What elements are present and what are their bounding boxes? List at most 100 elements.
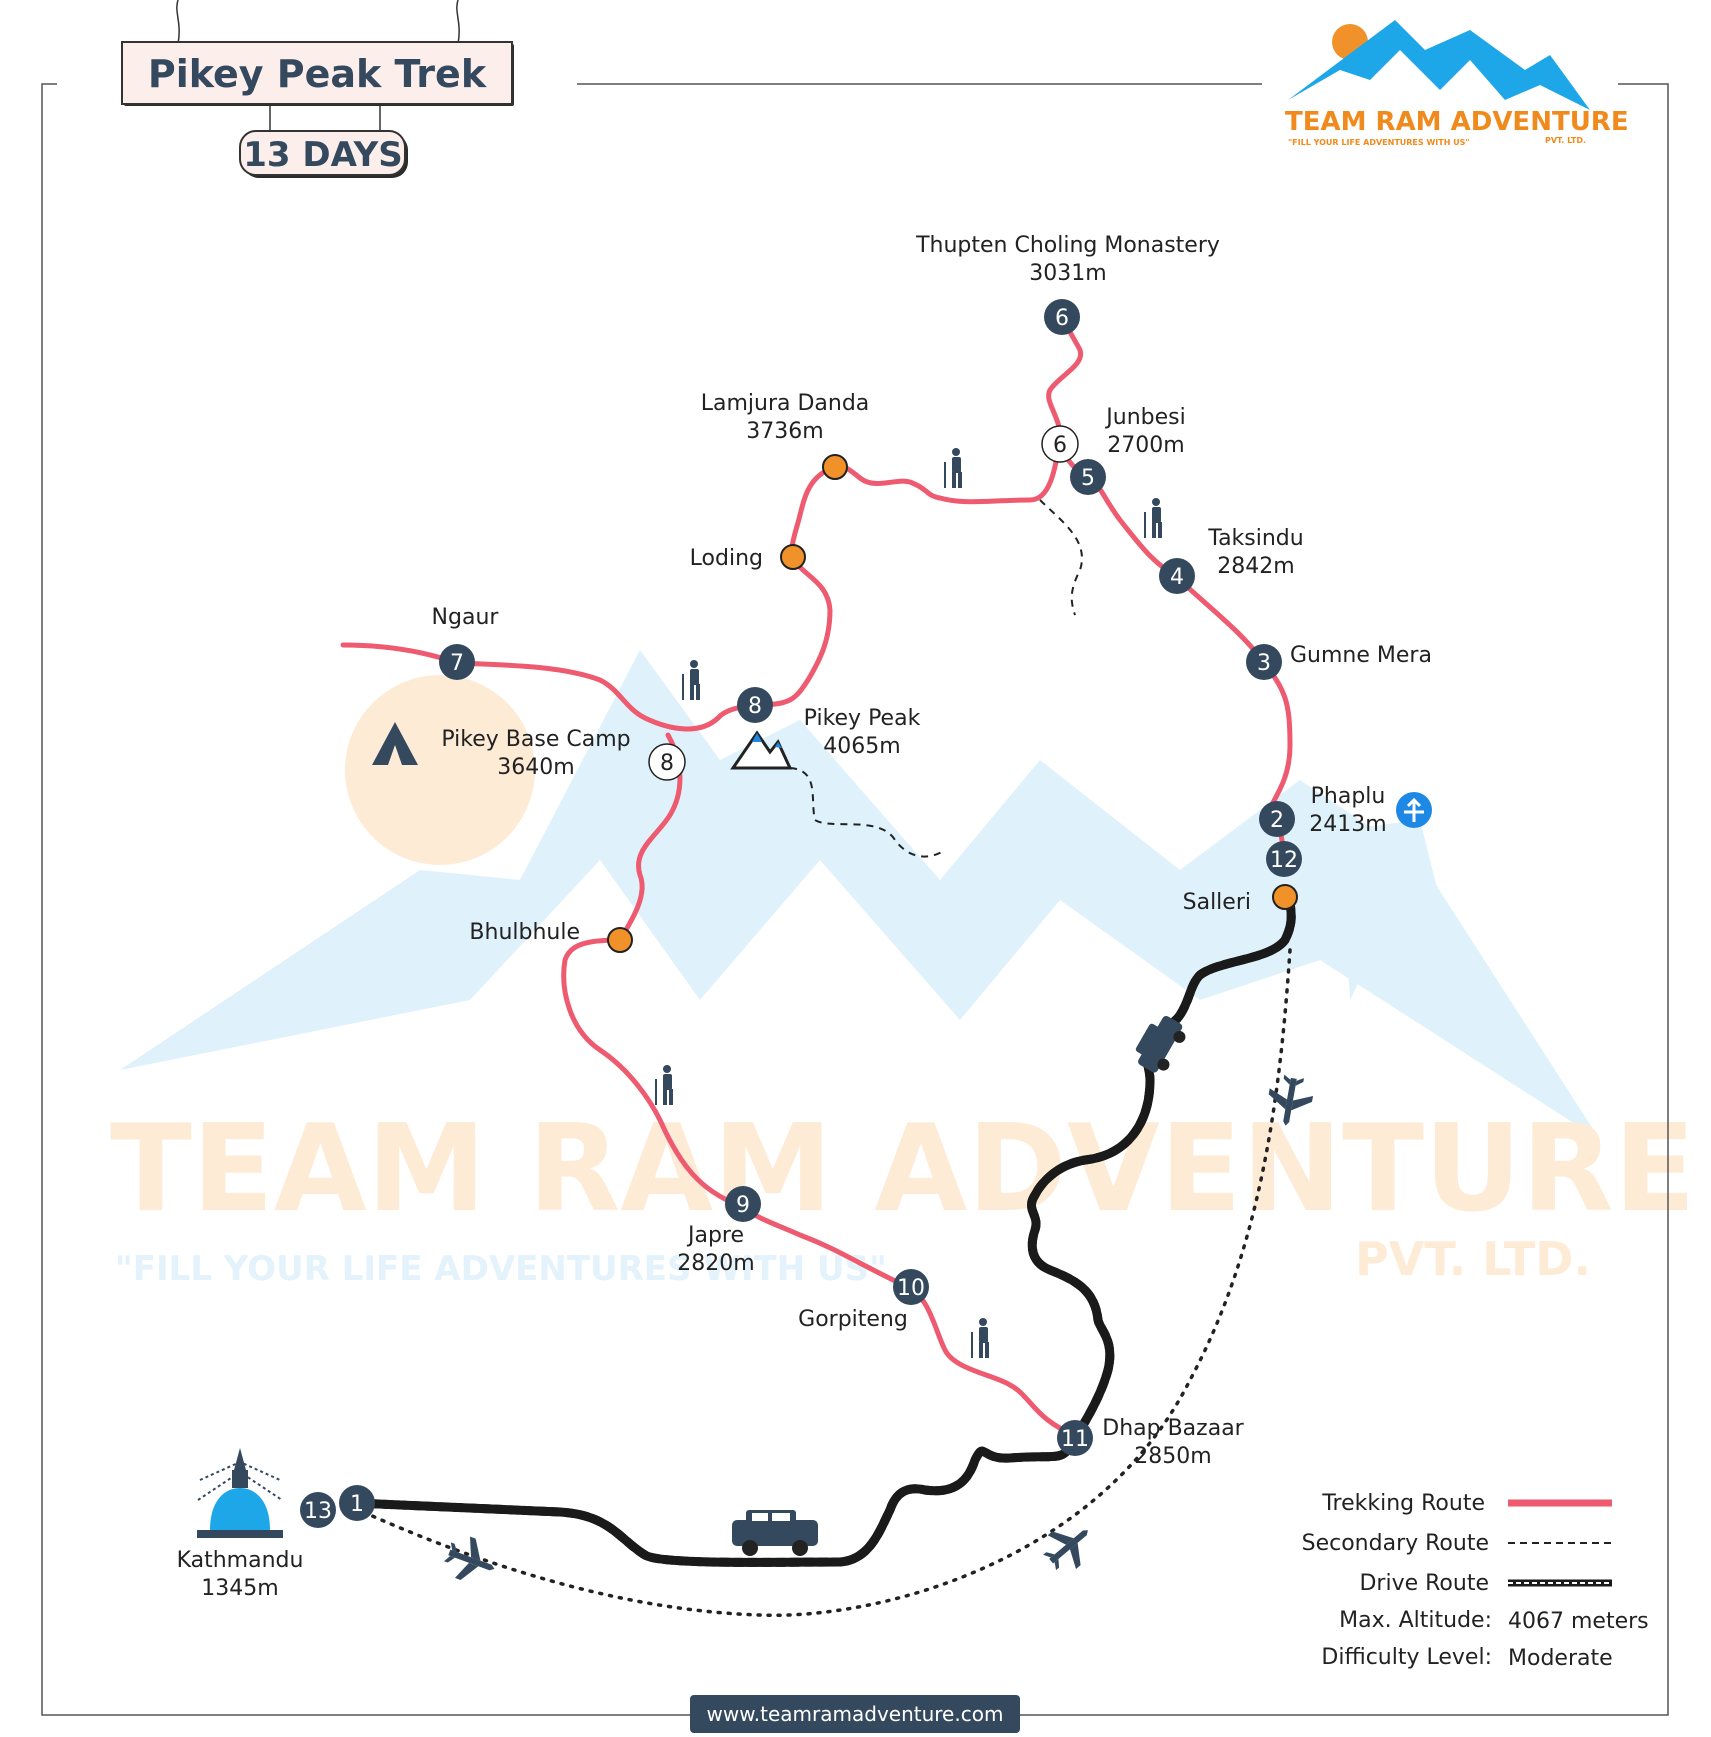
lamjura-point[interactable]	[822, 454, 848, 480]
place-name-dhap: Dhap Bazaar	[1102, 1416, 1244, 1441]
svg-text:8: 8	[748, 694, 762, 719]
watermark-suffix: PVT. LTD.	[1355, 1232, 1591, 1286]
day-marker-3[interactable]: 3	[1246, 644, 1282, 680]
day-marker-12[interactable]: 12	[1266, 841, 1302, 877]
place-name-japre: Japre	[686, 1223, 744, 1248]
place-alt-phaplu: 2413m	[1309, 812, 1386, 837]
watermark-climber	[1340, 820, 1440, 1000]
day-marker-8[interactable]: 8	[737, 687, 773, 723]
legend-difficulty-label: Difficulty Level:	[1321, 1645, 1492, 1670]
svg-text:12: 12	[1270, 848, 1298, 873]
hiker-icon	[944, 448, 962, 488]
place-name-lamjura: Lamjura Danda	[701, 391, 870, 416]
footer-url[interactable]: www.teamramadventure.com	[707, 1702, 1004, 1726]
airport-icon	[1396, 792, 1432, 828]
svg-text:5: 5	[1081, 466, 1095, 491]
stupa-icon	[197, 1448, 283, 1538]
legend-max-alt-value: 4067 meters	[1508, 1609, 1649, 1634]
trek-duration: 13 DAYS	[243, 135, 403, 175]
place-name-kathmandu: Kathmandu	[177, 1548, 304, 1573]
mountain-peak-icon	[730, 730, 793, 770]
svg-text:1: 1	[350, 1492, 364, 1517]
place-name-junbesi: Junbesi	[1104, 405, 1185, 430]
watermark-sun	[345, 675, 535, 865]
place-name-bhulbhule: Bhulbhule	[469, 920, 580, 945]
place-alt-dhap: 2850m	[1134, 1444, 1211, 1469]
day-marker-2[interactable]: 2	[1259, 801, 1295, 837]
legend-trekking-label: Trekking Route	[1321, 1491, 1485, 1516]
legend-max-alt-label: Max. Altitude:	[1339, 1608, 1492, 1633]
place-name-pikey-peak: Pikey Peak	[804, 706, 921, 731]
jeep-icon	[732, 1510, 818, 1556]
day-markers: 6 6 5 4 3 2 12 7 8 8 9 10 11 1 13	[300, 299, 1302, 1528]
place-name-gorpiteng: Gorpiteng	[798, 1307, 908, 1332]
hiker-icon	[655, 1065, 673, 1105]
svg-text:10: 10	[897, 1276, 925, 1301]
plane-icon	[1043, 1530, 1088, 1571]
day-marker-11[interactable]: 11	[1057, 1420, 1093, 1456]
svg-text:9: 9	[736, 1193, 750, 1218]
brand-name: TEAM RAM ADVENTURE	[1285, 107, 1629, 137]
svg-text:11: 11	[1061, 1427, 1089, 1452]
place-name-pikey-base: Pikey Base Camp	[441, 727, 630, 752]
day-marker-7[interactable]: 7	[439, 644, 475, 680]
day-marker-13[interactable]: 13	[300, 1492, 336, 1528]
place-name-salleri: Salleri	[1183, 890, 1251, 915]
hiker-icon	[682, 660, 700, 700]
place-alt-japre: 2820m	[677, 1251, 754, 1276]
place-name-phaplu: Phaplu	[1311, 784, 1386, 809]
brand-logo: TEAM RAM ADVENTURE "FILL YOUR LIFE ADVEN…	[1285, 20, 1629, 147]
salleri-point[interactable]	[1272, 884, 1298, 910]
svg-text:3: 3	[1257, 651, 1271, 676]
legend-secondary-label: Secondary Route	[1302, 1531, 1489, 1556]
svg-text:7: 7	[450, 651, 464, 676]
place-alt-thupten: 3031m	[1029, 261, 1106, 286]
secondary-routes	[789, 499, 1083, 858]
place-alt-pikey-peak: 4065m	[823, 734, 900, 759]
day-marker-1[interactable]: 1	[339, 1485, 375, 1521]
place-alt-lamjura: 3736m	[746, 419, 823, 444]
hiker-icon	[971, 1318, 989, 1358]
watermark-mountains	[120, 650, 1600, 1140]
svg-text:6: 6	[1053, 433, 1067, 458]
place-name-gumne: Gumne Mera	[1290, 643, 1432, 668]
waypoints	[607, 454, 1298, 953]
day-marker-5[interactable]: 5	[1070, 459, 1106, 495]
jeep-icon	[1135, 1015, 1186, 1073]
plane-icon	[444, 1536, 495, 1580]
svg-text:4: 4	[1170, 565, 1184, 590]
day-marker-6[interactable]: 6	[1044, 299, 1080, 335]
trek-title: Pikey Peak Trek	[148, 52, 487, 96]
loding-point[interactable]	[780, 544, 806, 570]
place-labels: Thupten Choling Monastery 3031m Lamjura …	[177, 233, 1432, 1601]
place-name-ngaur: Ngaur	[432, 605, 500, 630]
hiker-icon	[1144, 498, 1162, 538]
watermark-tagline: "FILL YOUR LIFE ADVENTURES WITH US"	[115, 1249, 887, 1289]
watermark-brand: TEAM RAM ADVENTURE	[110, 1100, 1696, 1239]
title-sign: Pikey Peak Trek 13 DAYS	[121, 0, 514, 178]
day-marker-10[interactable]: 10	[893, 1269, 929, 1305]
footer-url-badge[interactable]: www.teamramadventure.com	[690, 1695, 1020, 1733]
place-alt-kathmandu: 1345m	[201, 1576, 278, 1601]
watermark: TEAM RAM ADVENTURE "FILL YOUR LIFE ADVEN…	[110, 650, 1696, 1289]
day-marker-9[interactable]: 9	[725, 1186, 761, 1222]
icons	[197, 448, 1432, 1580]
alt-day-marker-6[interactable]: 6	[1041, 425, 1079, 463]
legend-drive-label: Drive Route	[1359, 1571, 1489, 1596]
tent-icon	[372, 722, 418, 765]
place-alt-junbesi: 2700m	[1107, 433, 1184, 458]
svg-text:8: 8	[660, 751, 674, 776]
logo-mountains-icon	[1288, 20, 1590, 110]
place-name-thupten: Thupten Choling Monastery	[915, 233, 1220, 258]
alt-day-marker-8[interactable]: 8	[648, 743, 686, 781]
bhulbhule-point[interactable]	[607, 927, 633, 953]
day-marker-4[interactable]: 4	[1159, 558, 1195, 594]
legend: Trekking Route Secondary Route Drive Rou…	[1302, 1491, 1649, 1671]
place-alt-pikey-base: 3640m	[497, 755, 574, 780]
svg-text:6: 6	[1055, 306, 1069, 331]
place-alt-taksindu: 2842m	[1217, 554, 1294, 579]
place-name-loding: Loding	[690, 546, 763, 571]
svg-text:2: 2	[1270, 808, 1284, 833]
brand-tagline: "FILL YOUR LIFE ADVENTURES WITH US"	[1288, 138, 1470, 147]
